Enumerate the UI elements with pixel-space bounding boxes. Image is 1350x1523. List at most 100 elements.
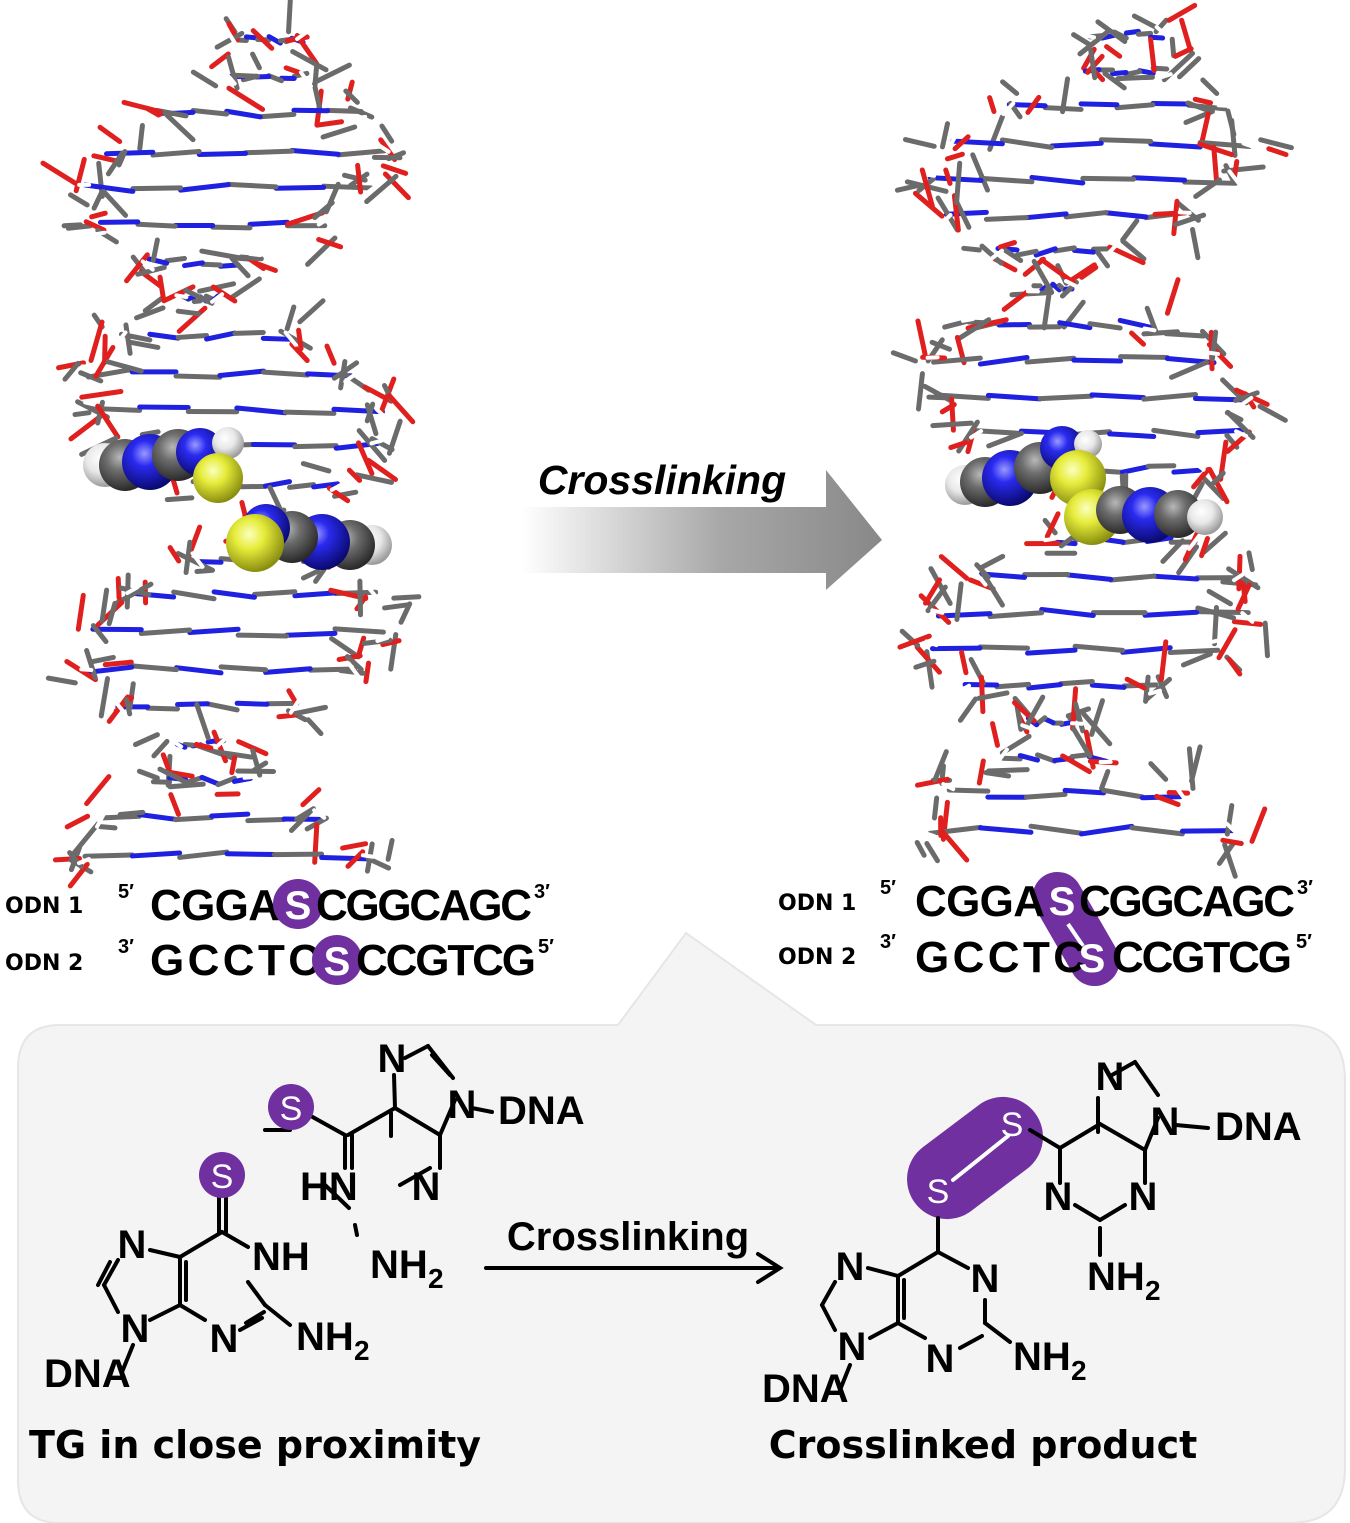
backbone-bond bbox=[935, 195, 960, 233]
base-pair-bond bbox=[1123, 28, 1141, 36]
backbone-bond bbox=[346, 467, 363, 483]
hydrogen-bond-stick bbox=[994, 747, 1009, 766]
backbone-bond bbox=[1235, 582, 1252, 612]
thioguanine-spacefill-bottom-left bbox=[226, 504, 392, 572]
backbone-bond bbox=[1192, 96, 1214, 106]
backbone-bond bbox=[78, 370, 104, 384]
backbone-bond bbox=[236, 739, 269, 757]
base-pair-bond bbox=[1114, 102, 1156, 111]
backbone-bond bbox=[954, 581, 964, 622]
backbone-bond bbox=[1107, 244, 1146, 266]
base-pair-bond bbox=[1058, 678, 1095, 687]
backbone-bond bbox=[930, 420, 974, 429]
hydrogen-bond-stick bbox=[1043, 536, 1058, 543]
base-pair-bond bbox=[1167, 647, 1221, 656]
backbone-bond bbox=[1185, 100, 1212, 114]
base-pair-bond bbox=[204, 701, 240, 713]
odn2-seq-before-left: GCCTC bbox=[150, 936, 320, 985]
base-pair-bond bbox=[218, 664, 269, 673]
hydrogen-bond-stick bbox=[1077, 75, 1092, 83]
backbone-bond bbox=[97, 824, 118, 831]
sulfur-badge-upper-left bbox=[268, 1084, 314, 1130]
backbone-bond bbox=[1225, 108, 1237, 138]
backbone-bond bbox=[961, 245, 982, 253]
odn1-prime-start-left: 5′ bbox=[118, 881, 134, 903]
backbone-bond bbox=[89, 210, 108, 220]
odn1-seq-after-left: CGGCAGC bbox=[316, 881, 532, 930]
base-pair-bond bbox=[1080, 175, 1137, 182]
backbone-bond bbox=[915, 371, 925, 412]
base-pair-bond bbox=[985, 392, 1043, 402]
backbone-bond bbox=[121, 99, 163, 115]
backbone-bond bbox=[68, 414, 103, 442]
backbone-bond bbox=[137, 123, 145, 152]
backbone-bond bbox=[88, 319, 105, 363]
backbone-bond bbox=[978, 674, 986, 715]
backbone-bond bbox=[952, 134, 971, 152]
base-pair-bond bbox=[1071, 247, 1096, 255]
backbone-bond bbox=[1258, 137, 1294, 151]
base-pair-bond bbox=[978, 175, 1035, 185]
caption-right: Crosslinked product bbox=[769, 1423, 1198, 1467]
base-pair-bond bbox=[205, 738, 219, 745]
backbone-bond bbox=[250, 28, 275, 51]
atom-nh2-sub-upper-product: 2 bbox=[1145, 1275, 1161, 1306]
base-pair-bond bbox=[129, 663, 179, 673]
base-pair-bond bbox=[1028, 823, 1084, 836]
hydrogen-bond-stick bbox=[329, 482, 344, 492]
backbone-bond bbox=[1095, 19, 1128, 44]
atom-n7-lower-product: N bbox=[836, 1245, 865, 1289]
backbone-bond bbox=[67, 861, 90, 889]
backbone-bond bbox=[183, 287, 215, 306]
base-pair-bond bbox=[977, 355, 1030, 367]
backbone-bond bbox=[954, 160, 963, 206]
hydrogen-bond-stick bbox=[222, 69, 237, 86]
hydrogen-bond-stick bbox=[1239, 395, 1254, 407]
backbone-bond bbox=[925, 584, 948, 614]
base-pair-bond bbox=[1062, 787, 1107, 796]
hydrogen-bond-stick bbox=[360, 853, 375, 859]
backbone-bond bbox=[943, 167, 953, 186]
backbone-bond bbox=[1099, 768, 1111, 791]
backbone-bond bbox=[296, 327, 304, 352]
backbone-bond bbox=[1169, 36, 1177, 59]
base-pair-bond bbox=[1024, 355, 1077, 365]
backbone-bond bbox=[1201, 530, 1228, 555]
backbone-bond bbox=[379, 123, 395, 144]
base-pair-bond bbox=[1141, 392, 1199, 402]
base-pair-bond bbox=[1029, 174, 1086, 186]
base-pair-bond bbox=[1065, 572, 1114, 582]
backbone-bond bbox=[1249, 806, 1268, 844]
base-pair-bond bbox=[943, 209, 989, 217]
hydrogen-bond-stick bbox=[343, 372, 358, 384]
hydrogen-bond-stick bbox=[989, 248, 1004, 261]
base-pair-bond bbox=[1039, 606, 1096, 618]
atom-nh2-sub-lower-product: 2 bbox=[1071, 1355, 1087, 1386]
backbone-bond bbox=[919, 167, 935, 209]
backbone-bond bbox=[1225, 409, 1256, 440]
backbone-bond bbox=[1002, 247, 1024, 263]
atom-nh2-sub-lower-left: 2 bbox=[354, 1335, 370, 1366]
disulfide-bond-line-right bbox=[1066, 922, 1085, 948]
backbone-bond bbox=[380, 163, 409, 176]
backbone-bond bbox=[340, 841, 369, 851]
atom-s2-product: S bbox=[927, 1173, 950, 1211]
hydrogen-bond-stick bbox=[1142, 326, 1157, 333]
backbone-bond bbox=[1224, 803, 1235, 837]
odn2-mod-left: S bbox=[324, 940, 351, 984]
crosslinked-atoms-right: S S N N DNA N N NH 2 N N N N NH 2 DNA bbox=[762, 1055, 1302, 1411]
hydrogen-bond-stick bbox=[376, 143, 391, 154]
backbone-bond bbox=[953, 198, 972, 230]
base-pair-bond bbox=[175, 701, 210, 707]
backbone-bond bbox=[142, 295, 165, 314]
base-pair-bond bbox=[129, 850, 183, 859]
base-pair-bond bbox=[1118, 354, 1170, 360]
backbone-bond bbox=[118, 585, 152, 598]
backbone-bond bbox=[938, 554, 970, 581]
backbone-bond bbox=[939, 121, 950, 150]
base-pair-bond bbox=[1025, 647, 1078, 656]
backbone-bond bbox=[1232, 158, 1240, 179]
base-pair-bond bbox=[1110, 70, 1129, 77]
base-pair-bond bbox=[196, 150, 249, 157]
base-pair-bond bbox=[1117, 317, 1153, 330]
